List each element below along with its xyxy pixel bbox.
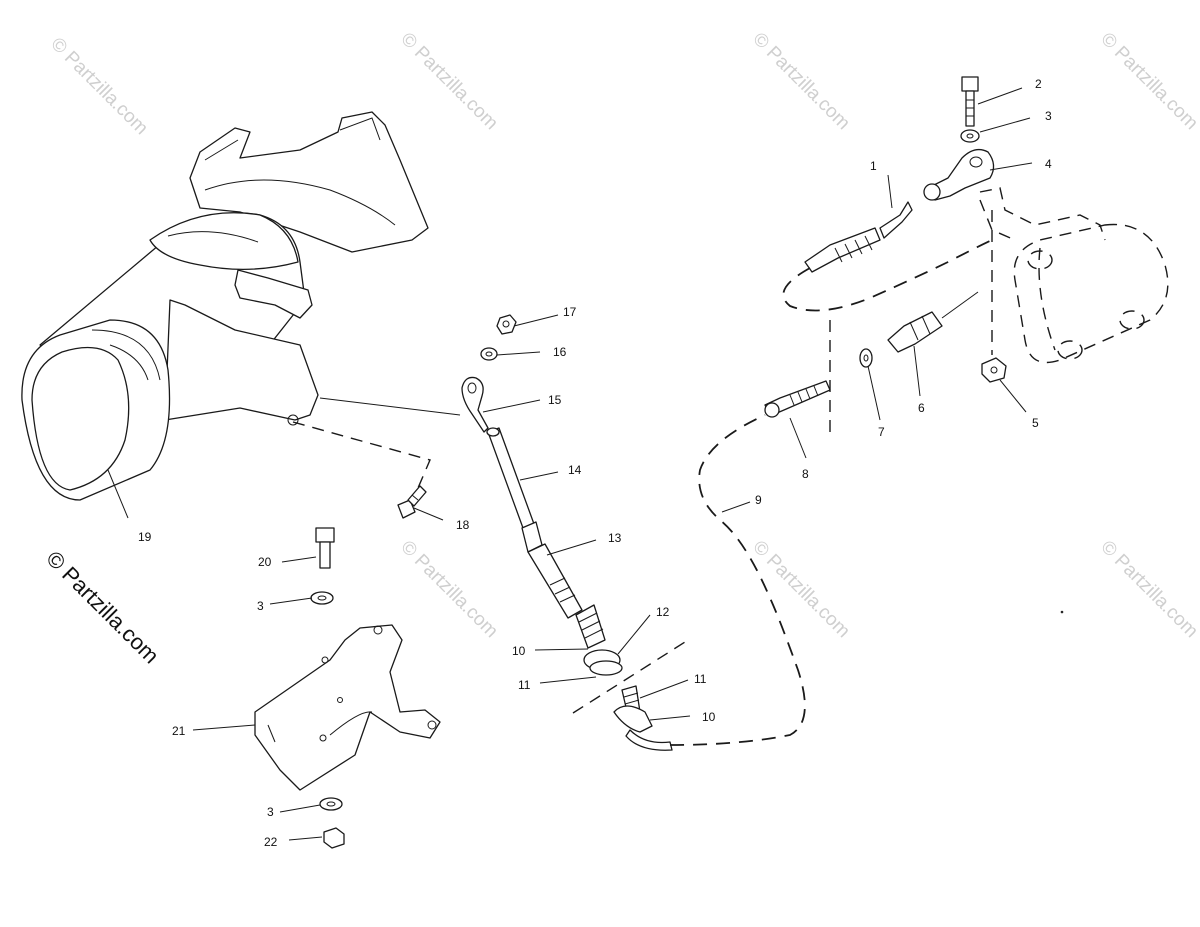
watermark: © Partzilla.com <box>748 537 853 642</box>
callout-6: 6 <box>918 401 925 415</box>
steering-housing-19 <box>21 111 429 501</box>
stray-dot <box>1060 610 1064 614</box>
lower-cable-fitting <box>613 685 673 751</box>
callout-3: 3 <box>1045 109 1052 123</box>
watermark: © Partzilla.com <box>396 29 501 134</box>
callout-15: 15 <box>548 393 562 407</box>
callout-22: 22 <box>264 835 278 849</box>
leader-line <box>319 397 461 416</box>
callout-9: 9 <box>755 493 762 507</box>
callout-3: 3 <box>267 805 274 819</box>
callout-16: 16 <box>553 345 567 359</box>
bolt-18 <box>397 485 427 519</box>
watermark: © Partzilla.com <box>1096 29 1200 134</box>
callout-numbers: 1 2 3 4 5 6 7 8 9 10 10 11 11 12 13 14 1… <box>138 77 1052 849</box>
cable-9 <box>669 414 806 746</box>
callout-21: 21 <box>172 724 186 738</box>
nut-22 <box>323 827 345 849</box>
bracket-21 <box>254 624 441 791</box>
callout-18: 18 <box>456 518 470 532</box>
callout-13: 13 <box>608 531 622 545</box>
washer-3a <box>310 591 334 605</box>
callout-7: 7 <box>878 425 885 439</box>
bolt-20 <box>315 527 335 569</box>
watermark: © Partzilla.com <box>46 34 151 139</box>
watermark: © Partzilla.com <box>1096 537 1200 642</box>
cable-loop <box>782 239 993 312</box>
watermark: © Partzilla.com <box>396 537 501 642</box>
callout-14: 14 <box>568 463 582 477</box>
callout-17: 17 <box>563 305 577 319</box>
callout-4: 4 <box>1045 157 1052 171</box>
callout-3: 3 <box>257 599 264 613</box>
callout-1: 1 <box>870 159 877 173</box>
leader-lines <box>107 87 1033 841</box>
callout-10: 10 <box>702 710 716 724</box>
upper-cable-assembly <box>764 76 1007 418</box>
callout-5: 5 <box>1032 416 1039 430</box>
mounting-outline <box>829 187 1169 440</box>
washer-3b <box>319 797 343 811</box>
callout-8: 8 <box>802 467 809 481</box>
link-rod-assembly <box>461 314 623 676</box>
callout-12: 12 <box>656 605 670 619</box>
callout-19: 19 <box>138 530 152 544</box>
watermark: © Partzilla.com <box>748 29 853 134</box>
watermark-main: © Partzilla.com <box>41 546 164 669</box>
callout-10: 10 <box>512 644 526 658</box>
bulkhead-line <box>572 641 686 714</box>
callout-2: 2 <box>1035 77 1042 91</box>
callout-11: 11 <box>518 678 531 692</box>
centerline <box>292 421 431 503</box>
callout-11: 11 <box>694 672 707 686</box>
callout-20: 20 <box>258 555 272 569</box>
